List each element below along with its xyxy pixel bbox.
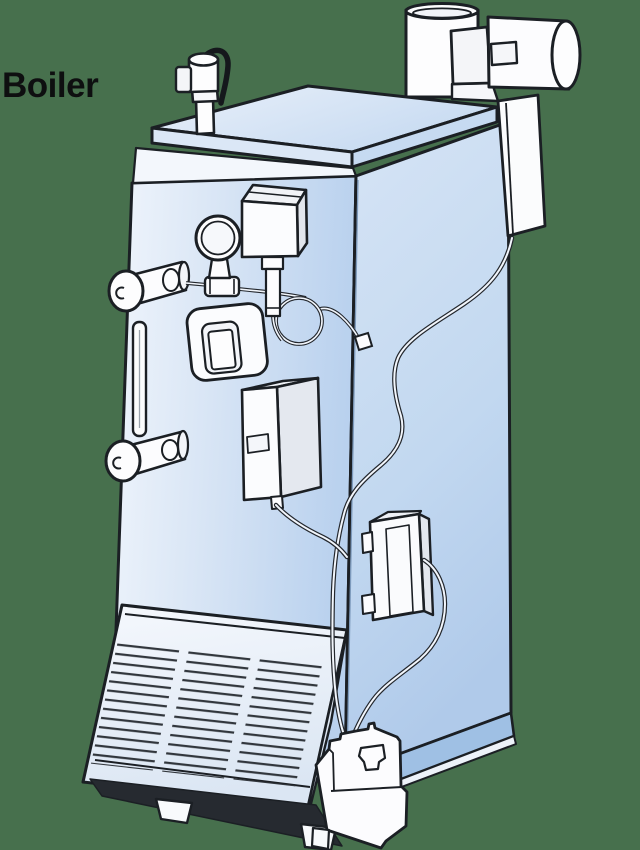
draft-inducer	[449, 15, 582, 238]
capillary-well-fitting	[353, 331, 374, 352]
louver-panel-lip	[124, 613, 346, 639]
boiler-label: Boiler	[2, 66, 99, 105]
relief-valve-tab	[174, 65, 193, 94]
inducer-motor-endcap	[550, 19, 582, 91]
pressuretrol-tube	[264, 267, 282, 318]
mounting-plate-seam	[505, 102, 514, 235]
mounting-plate	[496, 93, 547, 238]
left-tappings	[104, 260, 191, 483]
switch-toggle	[207, 328, 237, 371]
junction-box-cover	[385, 524, 414, 617]
corner-seam	[346, 179, 359, 771]
jacket-trim-band	[131, 146, 358, 185]
transformer	[240, 376, 323, 510]
gas-valve-port	[357, 743, 387, 772]
junction-box-clip-top	[361, 531, 374, 554]
pressuretrol-control	[240, 183, 309, 318]
pressure-gauge-assembly	[194, 214, 242, 298]
junction-box-clip-bottom	[361, 593, 376, 615]
transformer-label	[246, 433, 270, 454]
control-cables	[273, 235, 515, 743]
relief-valve-lever	[202, 47, 231, 106]
supply-tapping	[107, 260, 191, 313]
gas-valve-foot	[310, 826, 331, 850]
inducer-motor-port	[489, 40, 519, 67]
return-tapping	[104, 429, 190, 483]
pressure-relief-valve	[174, 47, 231, 136]
jacket-right-face	[343, 120, 513, 776]
inducer-bracket	[449, 25, 493, 86]
louver-panel	[81, 603, 349, 814]
junction-box	[361, 509, 435, 622]
base-shadow	[89, 778, 343, 847]
gas-valve-step	[330, 786, 403, 792]
pressuretrol-port	[260, 255, 285, 271]
foot-left	[154, 797, 194, 825]
switch-plate	[185, 302, 269, 382]
jacket-lid	[150, 84, 499, 169]
gas-valve	[310, 721, 409, 850]
louver-slats	[90, 640, 323, 787]
